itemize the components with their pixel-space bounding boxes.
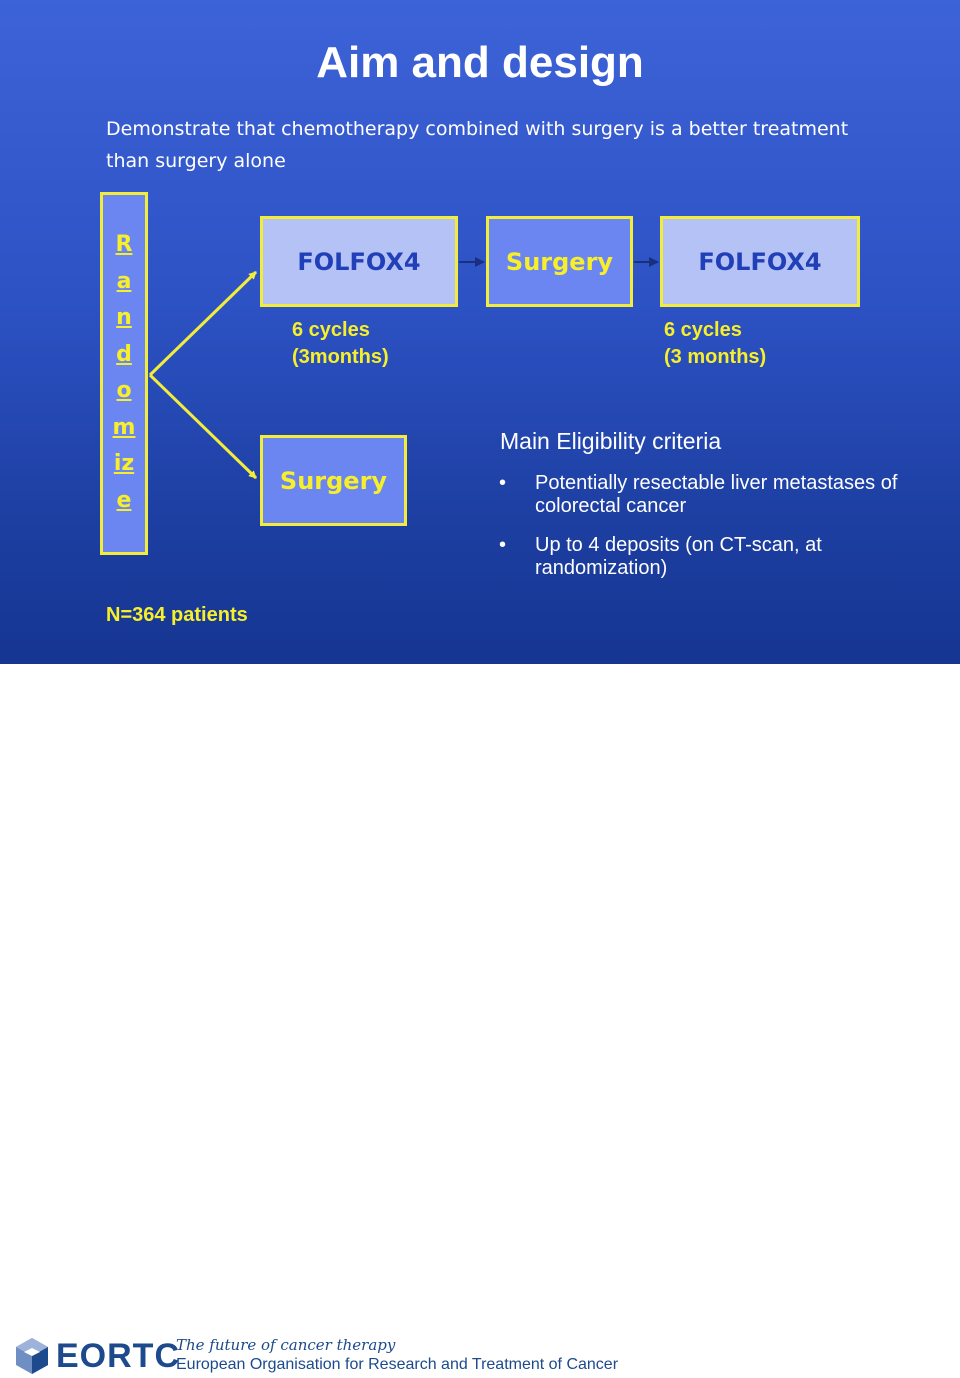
surgery-alone-box: Surgery (260, 435, 407, 526)
surgery-box: Surgery (486, 216, 633, 307)
footer-tagline: The future of cancer therapy (176, 1336, 396, 1354)
folfox-pre-label: FOLFOX4 (297, 247, 421, 276)
surgery-label: Surgery (505, 247, 614, 276)
flow-arrows (148, 257, 659, 480)
slide-background: Aim and design Demonstrate that chemothe… (0, 0, 960, 664)
cycles-post-duration: (3 months) (664, 346, 767, 368)
arrow-to-surgery-alone (148, 373, 258, 480)
randomize-letter: a (116, 268, 132, 294)
randomize-letter: o (116, 378, 132, 403)
folfox-post-box: FOLFOX4 (660, 216, 860, 307)
surgery-alone-label: Surgery (279, 466, 388, 495)
randomize-letter: R (115, 232, 133, 257)
eortc-logo-icon (16, 1338, 48, 1374)
eortc-logo-text: EORTC (56, 1337, 180, 1375)
randomize-box: R a n d o m iz e (100, 192, 148, 555)
cycles-pre-count: 6 cycles (292, 319, 370, 341)
eligibility-item: • Potentially resectable liver metastase… (499, 472, 909, 518)
randomize-letter: m (112, 414, 136, 440)
eligibility-item-text: Up to 4 deposits (on CT-scan, at randomi… (535, 534, 822, 579)
bullet-icon: • (499, 534, 507, 556)
cycles-post-note: 6 cycles (3 months) (664, 317, 766, 371)
arrow-to-folfox (148, 270, 258, 377)
randomize-letter: d (116, 341, 132, 367)
randomize-letter: n (116, 305, 132, 330)
cycles-pre-note: 6 cycles (3months) (292, 317, 389, 371)
randomize-letter: e (116, 487, 132, 513)
footer-bar: EORTC The future of cancer therapy Europ… (0, 664, 960, 1375)
footer-organisation: European Organisation for Research and T… (176, 1356, 619, 1373)
eligibility-heading: Main Eligibility criteria (500, 428, 722, 454)
randomize-letter: iz (113, 451, 135, 476)
eligibility-item-text: Potentially resectable liver metastases … (535, 472, 898, 517)
bullet-icon: • (499, 472, 507, 494)
slide-subtitle: Demonstrate that chemotherapy combined w… (106, 118, 849, 172)
cycles-pre-duration: (3months) (292, 346, 389, 368)
folfox-post-label: FOLFOX4 (698, 247, 822, 276)
patient-count: N=364 patients (106, 604, 248, 626)
eligibility-item: • Up to 4 deposits (on CT-scan, at rando… (499, 534, 909, 580)
folfox-pre-box: FOLFOX4 (260, 216, 458, 307)
slide-title: Aim and design (316, 38, 644, 87)
eligibility-list: • Potentially resectable liver metastase… (499, 472, 909, 596)
cycles-post-count: 6 cycles (664, 319, 742, 341)
